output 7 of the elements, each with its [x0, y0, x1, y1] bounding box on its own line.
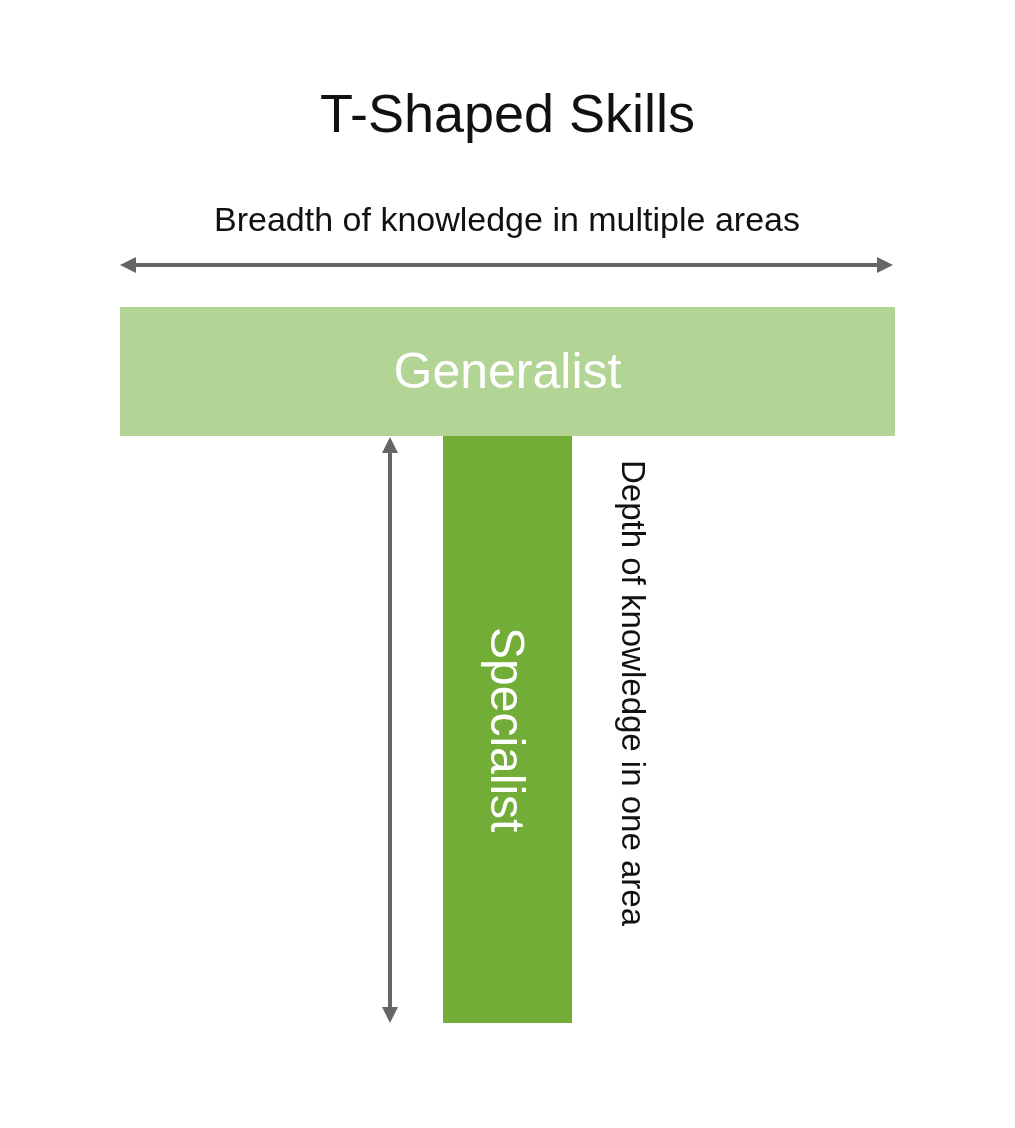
- bar-label: Generalist: [393, 342, 622, 401]
- vertical-bar: [443, 436, 572, 1023]
- axis-caption: Depth of knowledge in one area: [614, 460, 652, 926]
- horizontal-bar: [120, 307, 895, 436]
- bar-label: Specialist: [480, 626, 536, 833]
- axis-caption: Breadth of knowledge in multiple areas: [214, 200, 800, 240]
- title: T-Shaped Skills: [319, 83, 696, 143]
